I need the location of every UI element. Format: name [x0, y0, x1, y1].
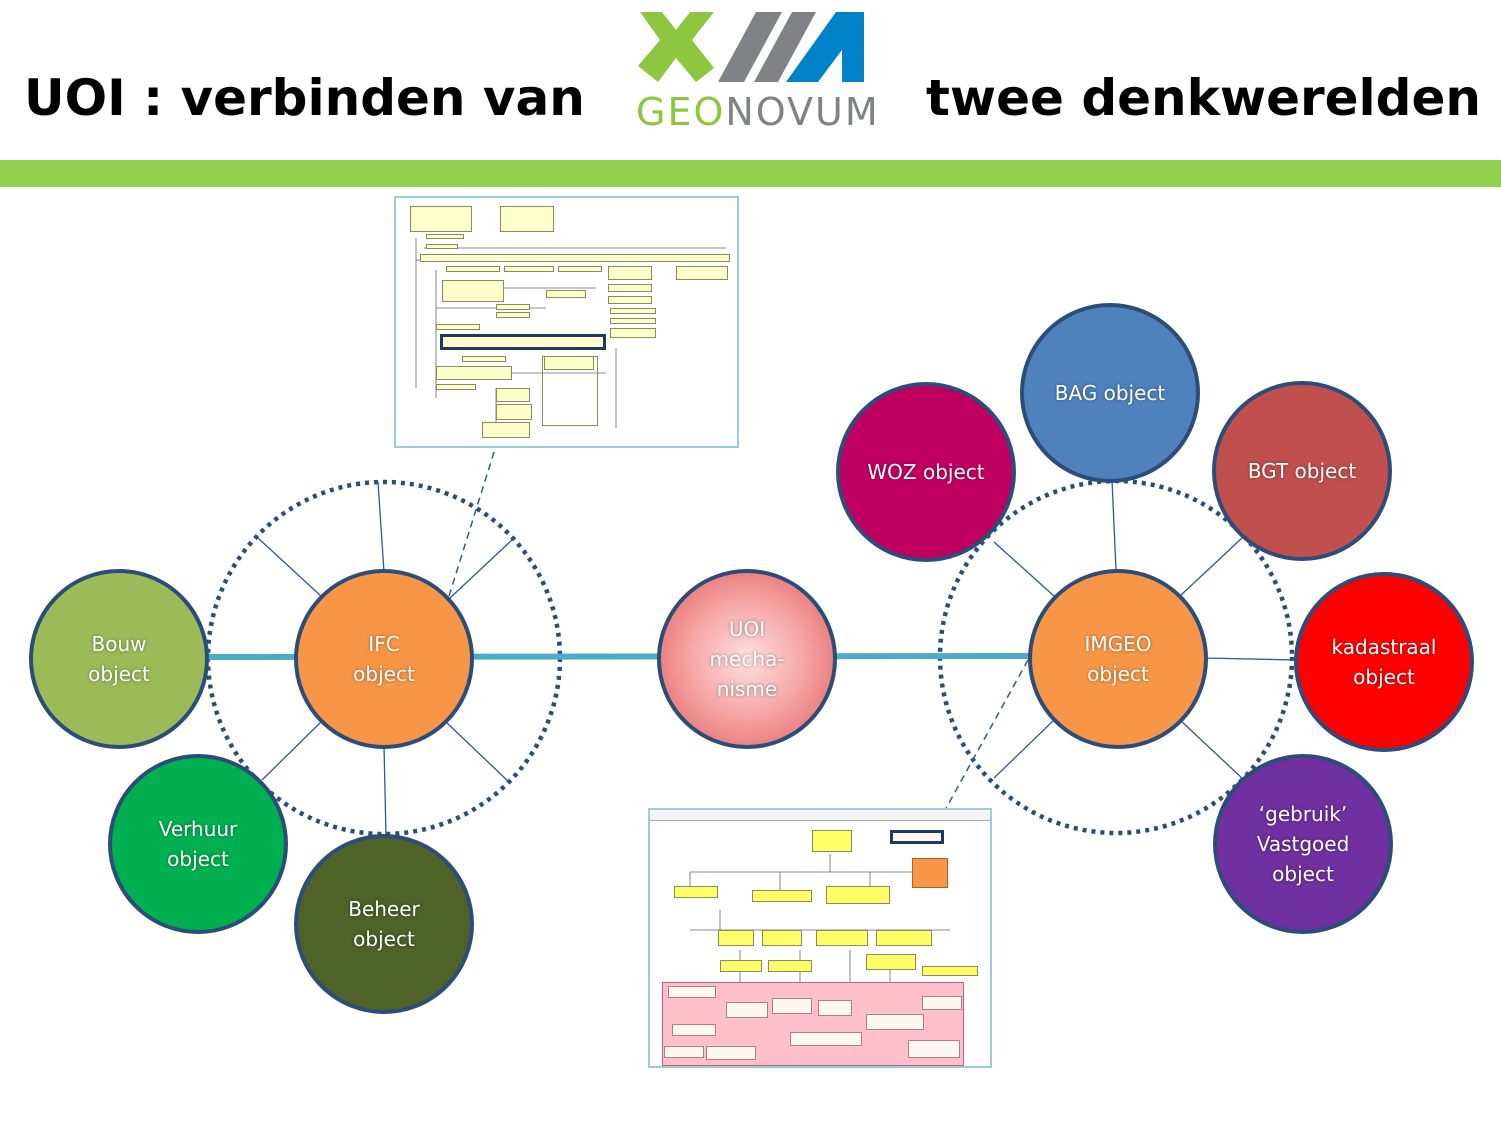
geonovum-logo-mark: [638, 12, 864, 82]
header-divider-bar: [0, 160, 1501, 187]
node-uoi-mechanisme-label: UOI mecha- nisme: [709, 617, 785, 701]
node-woz-object-label: WOZ object: [867, 460, 985, 484]
geonovum-wordmark: GEONOVUM: [636, 90, 880, 134]
node-bouw-object-label: Bouw object: [88, 632, 150, 686]
node-gebruik-vastgoed-object-label: ‘gebruik’ Vastgoed object: [1256, 802, 1350, 886]
node-verhuur-object: Verhuur object: [108, 754, 288, 934]
title-right: twee denkwerelden: [926, 69, 1481, 127]
node-verhuur-object-label: Verhuur object: [158, 817, 238, 871]
node-imgeo-object: IMGEO object: [1028, 569, 1208, 749]
node-beheer-object-label: Beheer object: [348, 897, 420, 951]
node-gebruik-vastgoed-object: ‘gebruik’ Vastgoed object: [1213, 754, 1393, 934]
node-beheer-object: Beheer object: [294, 834, 474, 1014]
node-bgt-object: BGT object: [1212, 381, 1392, 561]
imgeo-spokes: [993, 479, 1297, 781]
node-kadastraal-object: kadastraal object: [1294, 572, 1474, 752]
node-bgt-object-label: BGT object: [1247, 459, 1357, 483]
imgeo-callout-line: [933, 659, 1029, 831]
node-bag-object: BAG object: [1020, 303, 1200, 483]
node-uoi-mechanisme: UOI mecha- nisme: [657, 569, 837, 749]
node-woz-object: WOZ object: [836, 382, 1016, 562]
node-kadastraal-object-label: kadastraal object: [1331, 635, 1437, 689]
title-left: UOI : verbinden van: [24, 69, 585, 127]
node-bouw-object: Bouw object: [29, 569, 209, 749]
node-ifc-object-label: IFC object: [353, 632, 415, 686]
ifc-spokes: [257, 481, 515, 837]
imgeo-class-diagram-thumbnail: [648, 808, 992, 1068]
geonovum-logo: GEONOVUM: [636, 10, 880, 134]
ifc-callout-line: [448, 349, 527, 597]
ifc-class-diagram-thumbnail: [394, 196, 739, 448]
node-imgeo-object-label: IMGEO object: [1084, 632, 1152, 686]
node-ifc-object: IFC object: [294, 569, 474, 749]
node-bag-object-label: BAG object: [1054, 381, 1166, 405]
